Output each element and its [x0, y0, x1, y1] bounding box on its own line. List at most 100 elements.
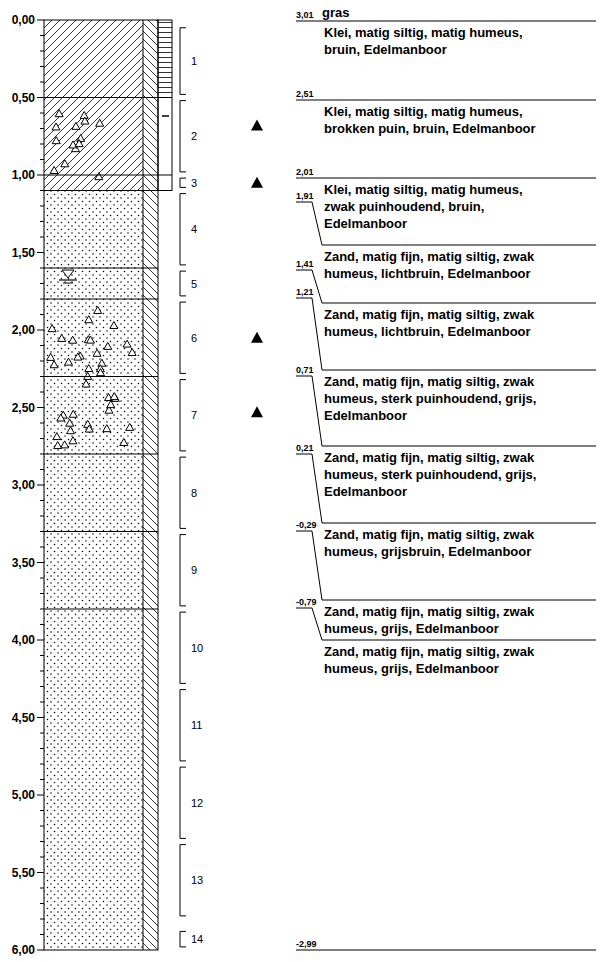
soil-description: Klei, matig siltig, matig humeus, brokke… [324, 103, 544, 137]
layer-boundary [44, 454, 158, 455]
sample-number: 8 [191, 487, 197, 499]
depth-label: 1,00 [12, 168, 35, 182]
soil-description: Zand, matig fijn, matig siltig, zwak hum… [324, 248, 544, 282]
depth-label: 5,50 [12, 866, 35, 880]
layer-boundary [44, 175, 172, 176]
sample-number: 13 [191, 874, 203, 886]
depth-tick [40, 624, 44, 625]
debris-triangle [123, 340, 131, 347]
soil-description: Zand, matig fijn, matig siltig, zwak hum… [324, 306, 544, 340]
depth-tick [37, 562, 44, 563]
depth-label: 0,50 [12, 91, 35, 105]
elevation-label: -2,99 [296, 939, 317, 949]
depth-tick [40, 376, 44, 377]
depth-tick [40, 547, 44, 548]
depth-tick [40, 702, 44, 703]
elevation-label: 1,41 [296, 259, 314, 269]
depth-tick [37, 950, 44, 951]
debris-triangle [57, 414, 65, 421]
depth-tick [40, 128, 44, 129]
depth-tick [40, 469, 44, 470]
depth-tick [40, 206, 44, 207]
sample-bracket [180, 302, 186, 373]
debris-symbols [47, 110, 137, 449]
sample-number: 14 [191, 933, 203, 945]
sample-number: 3 [191, 177, 197, 189]
depth-tick [40, 159, 44, 160]
depth-tick [40, 221, 44, 222]
sample-markers [251, 119, 263, 417]
sample-brackets [180, 28, 186, 947]
debris-triangle [98, 359, 106, 366]
sample-bracket [180, 271, 186, 296]
sample-bracket [180, 931, 186, 947]
sand-layer [44, 191, 143, 951]
depth-tick [40, 841, 44, 842]
depth-tick [40, 531, 44, 532]
elevation-rule [296, 21, 596, 22]
elevation-rule [296, 298, 596, 370]
soil-column [44, 20, 172, 950]
sample-number: 12 [191, 797, 203, 809]
debris-triangle [93, 349, 101, 356]
depth-tick [37, 20, 44, 21]
depth-tick [37, 795, 44, 796]
depth-tick [40, 888, 44, 889]
layer-boundary [44, 299, 158, 300]
depth-tick [37, 640, 44, 641]
debris-triangle [52, 123, 60, 130]
debris-triangle [97, 369, 105, 376]
depth-label: 4,50 [12, 711, 35, 725]
sample-number: 10 [191, 642, 203, 654]
depth-tick [40, 593, 44, 594]
debris-triangle [82, 380, 90, 387]
humus-column-outline [158, 20, 172, 191]
depth-label: 5,00 [12, 788, 35, 802]
debris-triangle [52, 137, 60, 144]
depth-tick [40, 500, 44, 501]
soil-description: Zand, matig fijn, matig siltig, zwak hum… [324, 643, 544, 677]
sample-number: 1 [191, 55, 197, 67]
groundwater-triangle [62, 270, 74, 278]
depth-tick [40, 35, 44, 36]
clay-layer [44, 20, 143, 191]
sample-marker [251, 406, 263, 417]
debris-triangle [53, 433, 61, 440]
debris-triangle [81, 117, 89, 124]
layer-boundary [44, 268, 158, 269]
sample-bracket [180, 612, 186, 683]
debris-triangle [85, 365, 93, 372]
layer-boundary [44, 609, 158, 610]
depth-tick [40, 779, 44, 780]
elevation-label: 2,01 [296, 167, 314, 177]
depth-tick [40, 423, 44, 424]
depth-tick [40, 144, 44, 145]
depth-tick [37, 330, 44, 331]
sample-bracket [180, 380, 186, 451]
debris-triangle [66, 419, 74, 426]
depth-tick [40, 826, 44, 827]
depth-tick [37, 872, 44, 873]
depth-label: 2,00 [12, 323, 35, 337]
debris-triangle [84, 372, 92, 379]
debris-triangle [85, 425, 93, 432]
depth-tick [37, 407, 44, 408]
depth-tick [37, 717, 44, 718]
debris-triangle [126, 423, 134, 430]
debris-triangle [77, 134, 85, 141]
debris-triangle [107, 401, 115, 408]
debris-triangle [95, 173, 103, 180]
debris-triangle [110, 322, 118, 329]
debris-triangle [120, 438, 128, 445]
depth-tick [40, 66, 44, 67]
debris-triangle [50, 361, 58, 368]
debris-triangle [61, 160, 69, 167]
sample-bracket [180, 178, 186, 187]
depth-tick [40, 438, 44, 439]
debris-triangle [128, 349, 136, 356]
sample-bracket [180, 28, 186, 95]
debris-triangle [50, 166, 58, 173]
depth-label: 6,00 [12, 943, 35, 957]
elevation-label: -0,79 [296, 597, 317, 607]
